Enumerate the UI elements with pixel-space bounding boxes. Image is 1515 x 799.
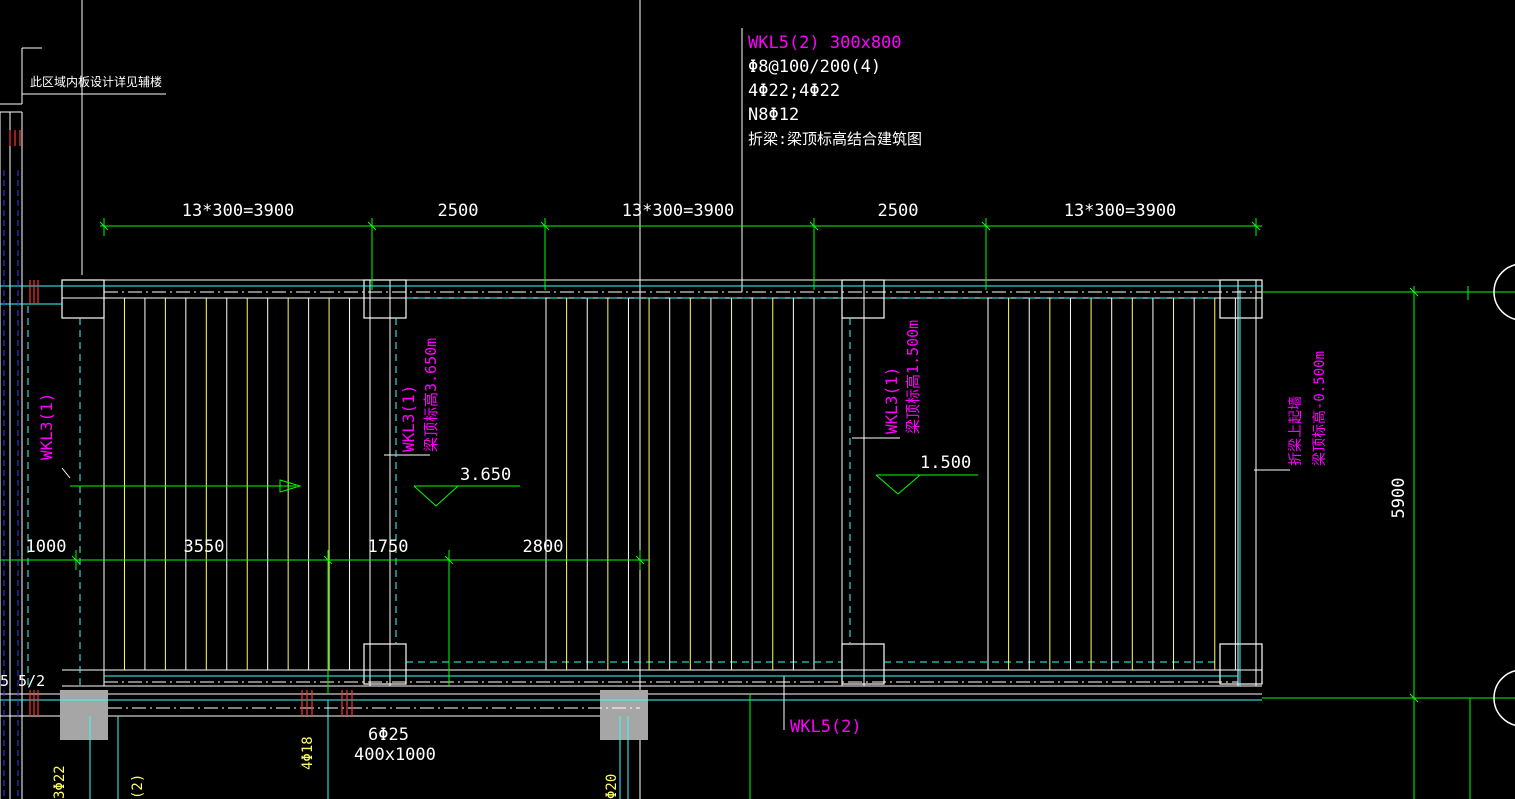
mid-dim-3: 1750 bbox=[368, 537, 409, 557]
top-dim-2: 2500 bbox=[438, 201, 479, 221]
beam-elev-wkl3-a: 梁顶标高3.650m bbox=[422, 338, 440, 452]
rebar-markers bbox=[9, 130, 353, 716]
blue-lines bbox=[3, 170, 19, 799]
beam-lines bbox=[0, 285, 1262, 799]
main-beam-rebar: 4Φ22;4Φ22 bbox=[748, 81, 840, 101]
dimension-lines bbox=[0, 218, 1515, 799]
mid-dim-2: 3550 bbox=[184, 537, 225, 557]
right-note-1: 折梁上起墙 bbox=[1288, 396, 1304, 466]
dashed-beams bbox=[27, 297, 1220, 690]
top-dim-1: 13*300=3900 bbox=[182, 201, 295, 221]
top-dim-3: 13*300=3900 bbox=[622, 201, 735, 221]
elevation-2: 1.500 bbox=[920, 453, 971, 473]
elevation-1: 3.650 bbox=[460, 465, 511, 485]
right-note-2: 梁顶标高-0.500m bbox=[1311, 351, 1328, 466]
top-dim-4: 2500 bbox=[878, 201, 919, 221]
main-beam-stirrup: Φ8@100/200(4) bbox=[748, 57, 881, 77]
beam-label-wkl5-bottom: WKL5(2) bbox=[790, 717, 862, 737]
bottom-v3: (2) bbox=[130, 774, 146, 799]
filled-columns bbox=[60, 690, 648, 740]
top-dim-5: 13*300=3900 bbox=[1064, 201, 1177, 221]
bottom-left-edge: 5 5/2 bbox=[0, 672, 45, 690]
bottom-bar: 6Φ25 bbox=[368, 725, 409, 745]
main-beam-name: WKL5(2) 300x800 bbox=[748, 33, 902, 53]
bottom-v2: 3Φ22 bbox=[52, 765, 68, 799]
beam-elev-wkl3-b: 梁顶标高1.500m bbox=[904, 320, 922, 434]
mid-dim-4: 2800 bbox=[523, 537, 564, 557]
bottom-v1: 4Φ18 bbox=[300, 736, 316, 770]
beam-label-wkl3-b: WKL3(1) bbox=[882, 367, 901, 434]
main-beam-side: N8Φ12 bbox=[748, 105, 799, 125]
bottom-size: 400x1000 bbox=[354, 745, 436, 765]
beam-label-wkl3-a: WKL3(1) bbox=[399, 385, 418, 452]
mid-dim-1: 1000 bbox=[26, 537, 67, 557]
main-beam-remark: 折梁:梁顶标高结合建筑图 bbox=[748, 130, 922, 148]
elevation-markers bbox=[279, 474, 921, 507]
axis-bubbles bbox=[1493, 264, 1515, 726]
dash-dot-axis bbox=[104, 291, 1262, 709]
drawing-text: 此区域内板设计详见辅楼 WKL5(2) 300x800 Φ8@100/200(4… bbox=[0, 33, 1409, 799]
bottom-v4: Φ20 bbox=[604, 774, 620, 799]
structure-lines bbox=[0, 0, 1290, 799]
columns bbox=[61, 279, 1263, 685]
slab-rebar-hatch bbox=[123, 298, 1236, 670]
right-dim: 5900 bbox=[1389, 478, 1409, 519]
beam-label-wkl3-left: WKL3(1) bbox=[37, 393, 56, 460]
note-text: 此区域内板设计详见辅楼 bbox=[30, 74, 162, 89]
